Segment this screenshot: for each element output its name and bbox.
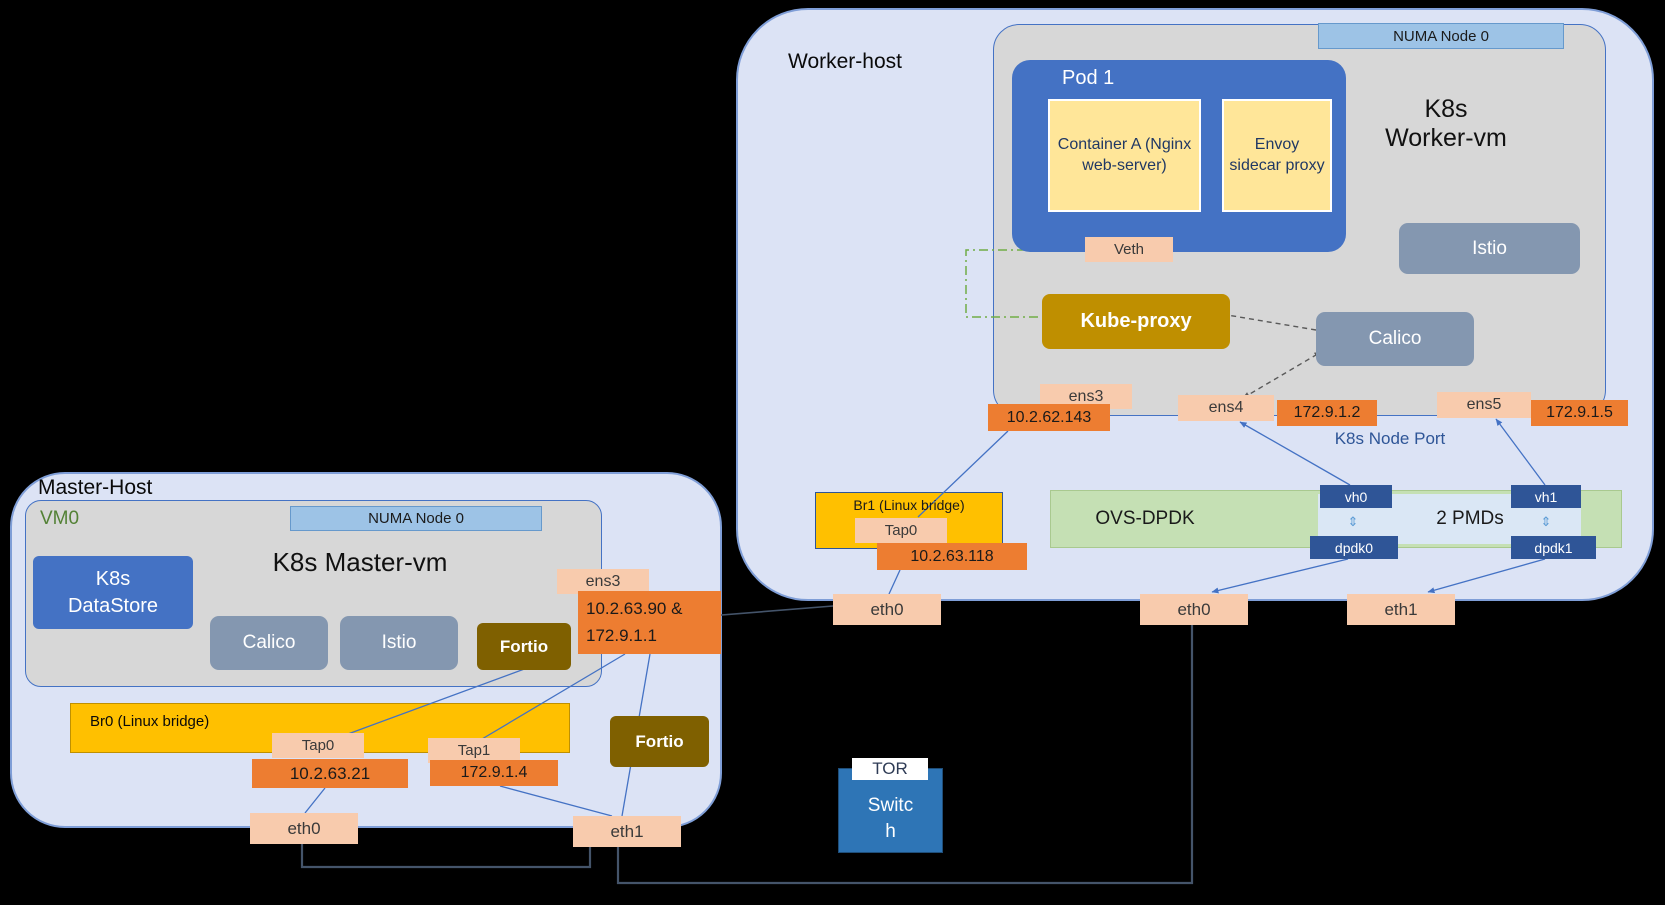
- tap1-master-ip: 172.9.1.4: [430, 760, 558, 786]
- numa-node-badge-worker: NUMA Node 0: [1318, 23, 1564, 49]
- kube-proxy-box: Kube-proxy: [1042, 294, 1230, 349]
- ovs-dpdk-label: OVS-DPDK: [1095, 508, 1195, 529]
- updown-arrow-icon: ⇕: [1540, 514, 1552, 529]
- numa-node-badge-master: NUMA Node 0: [290, 506, 542, 531]
- ens4-ip: 172.9.1.2: [1277, 400, 1377, 426]
- master-eth0: eth0: [250, 813, 358, 844]
- tor-switch-line2: Switc: [867, 794, 914, 816]
- k8s-datastore-box: K8s DataStore: [33, 556, 193, 629]
- container-a-box: Container A (Nginx web-server): [1048, 99, 1201, 212]
- fortio-host-box: Fortio: [610, 716, 709, 767]
- ens3-master-ip-line2: 172.9.1.1: [586, 625, 657, 645]
- pod1-title: Pod 1: [1062, 67, 1115, 89]
- pmds-label: 2 PMDs: [1436, 508, 1504, 529]
- master-vm-title: K8s Master-vm: [272, 546, 448, 577]
- vh0-port: vh0: [1320, 485, 1392, 508]
- worker-vm-title-line1: K8s: [1424, 95, 1468, 123]
- worker-host-title: Worker-host: [788, 50, 902, 73]
- datastore-line1: K8s: [95, 567, 131, 590]
- tor-switch-box: Switc h: [838, 768, 943, 853]
- br1-label: Br1 (Linux bridge): [853, 497, 965, 513]
- ens5-label: ens5: [1437, 392, 1531, 418]
- tap1-master-label: Tap1: [428, 738, 520, 763]
- worker-eth1: eth1: [1347, 594, 1455, 625]
- istio-master-box: Istio: [340, 616, 458, 670]
- worker-eth0-left: eth0: [833, 594, 941, 625]
- tap0-master-label: Tap0: [272, 733, 364, 758]
- dpdk1-port: dpdk1: [1511, 536, 1596, 559]
- datastore-line2: DataStore: [67, 594, 159, 617]
- envoy-sidecar-box: Envoy sidecar proxy: [1222, 99, 1332, 212]
- master-eth1: eth1: [573, 816, 681, 847]
- ens3-worker-ip: 10.2.62.143: [988, 404, 1110, 431]
- fortio-vm-box: Fortio: [477, 623, 571, 670]
- vh1-port: vh1: [1511, 485, 1581, 508]
- tap0-master-ip: 10.2.63.21: [252, 759, 408, 788]
- master-host-title: Master-Host: [38, 476, 153, 499]
- k8s-node-port-label: K8s Node Port: [1334, 429, 1446, 448]
- updown-arrow-icon: ⇕: [1347, 514, 1359, 529]
- ens3-master-label: ens3: [557, 569, 649, 594]
- cable-master-eth0-eth1: [300, 844, 592, 869]
- tor-switch-line3: h: [885, 821, 896, 843]
- calico-master-box: Calico: [210, 616, 328, 670]
- ens3-master-ip: 10.2.63.90 & 172.9.1.1: [578, 591, 721, 654]
- istio-worker-box: Istio: [1399, 223, 1580, 274]
- ens3-master-ip-line1: 10.2.63.90 &: [586, 599, 683, 619]
- dpdk0-port: dpdk0: [1310, 536, 1398, 559]
- worker-eth0-mid: eth0: [1140, 594, 1248, 625]
- calico-worker-box: Calico: [1316, 312, 1474, 366]
- br1-ip: 10.2.63.118: [877, 543, 1027, 570]
- ens4-label: ens4: [1178, 395, 1274, 421]
- ens5-ip: 172.9.1.5: [1531, 400, 1628, 426]
- veth-label: Veth: [1085, 237, 1173, 262]
- vm0-label: VM0: [40, 508, 80, 529]
- worker-vm-title-line2: Worker-vm: [1385, 124, 1507, 152]
- tor-switch-line1: TOR: [852, 758, 928, 780]
- tap0-worker-label: Tap0: [855, 518, 947, 543]
- br0-label: Br0 (Linux bridge): [90, 713, 210, 730]
- worker-vm-title: K8s Worker-vm: [1346, 82, 1546, 166]
